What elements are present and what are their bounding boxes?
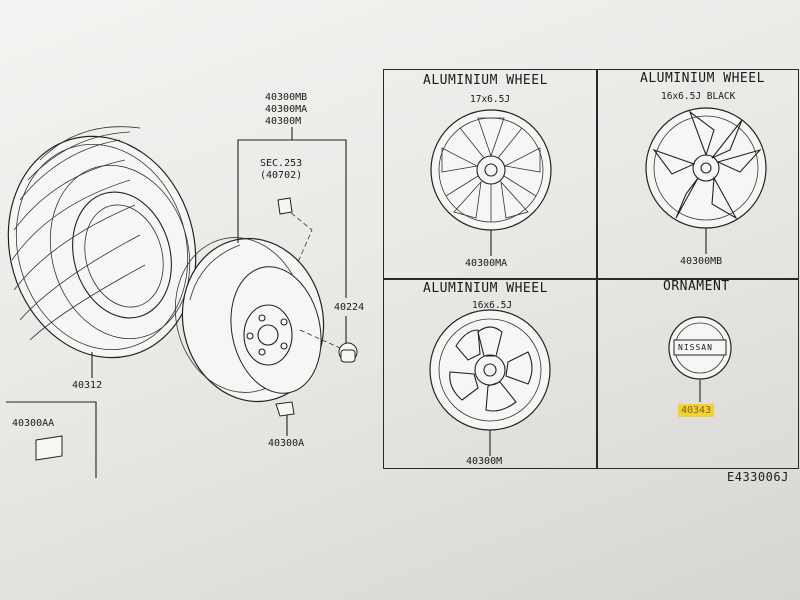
section-reference: SEC.253 (40702) [260, 158, 302, 182]
panel-wheel-17 [383, 69, 597, 279]
ornament-part-number-highlighted: 40343 [678, 404, 715, 417]
ornament-drawing [668, 316, 732, 402]
panel-1-spec: 17x6.5J [470, 94, 511, 105]
nut-label: 40224 [334, 302, 365, 313]
valve-part [277, 197, 293, 215]
panel-wheel-16 [383, 279, 597, 469]
panel-2-part: 40300MB [680, 256, 723, 267]
panel-2-spec: 16x6.5J BLACK [661, 91, 736, 102]
ornament-logo-text: NISSAN [678, 343, 713, 352]
panel-1-part: 40300MA [465, 258, 508, 269]
aa-part-label: 40300AA [12, 418, 55, 429]
wheel-16-black-drawing [645, 107, 767, 254]
spare-wheel-drawing [174, 237, 325, 403]
nut-drawing [338, 342, 358, 363]
panel-2-title: ALUMINIUM WHEEL [640, 71, 765, 86]
panel-ornament [597, 279, 799, 469]
spare-wheel-code-3: 40300M [265, 116, 302, 127]
tire-label: 40312 [72, 380, 103, 391]
section-reference-number: SEC.253 [260, 158, 303, 169]
spare-wheel-code-list: 40300MB 40300MA 40300M [265, 92, 307, 128]
panel-3-title: ALUMINIUM WHEEL [423, 281, 548, 296]
spare-wheel-code-2: 40300MA [265, 104, 308, 115]
panel-1-title: ALUMINIUM WHEEL [423, 73, 548, 88]
spare-wheel-code-1: 40300MB [265, 92, 308, 103]
panel-wheel-16-black [597, 69, 799, 279]
section-reference-part: (40702) [260, 170, 303, 181]
aa-box-frame [6, 401, 97, 478]
tire-drawing [7, 126, 197, 378]
wheel-17-drawing [430, 109, 552, 256]
panel-4-title: ORNAMENT [663, 279, 730, 294]
panel-3-spec: 16x6.5J [472, 300, 513, 311]
aa-part-drawing [35, 435, 63, 461]
panel-3-part: 40300M [466, 456, 503, 467]
weight-label: 40300A [268, 438, 305, 449]
figure-reference: E433006J [727, 470, 789, 484]
wheel-16-drawing [429, 309, 551, 456]
weight-part [275, 401, 295, 417]
